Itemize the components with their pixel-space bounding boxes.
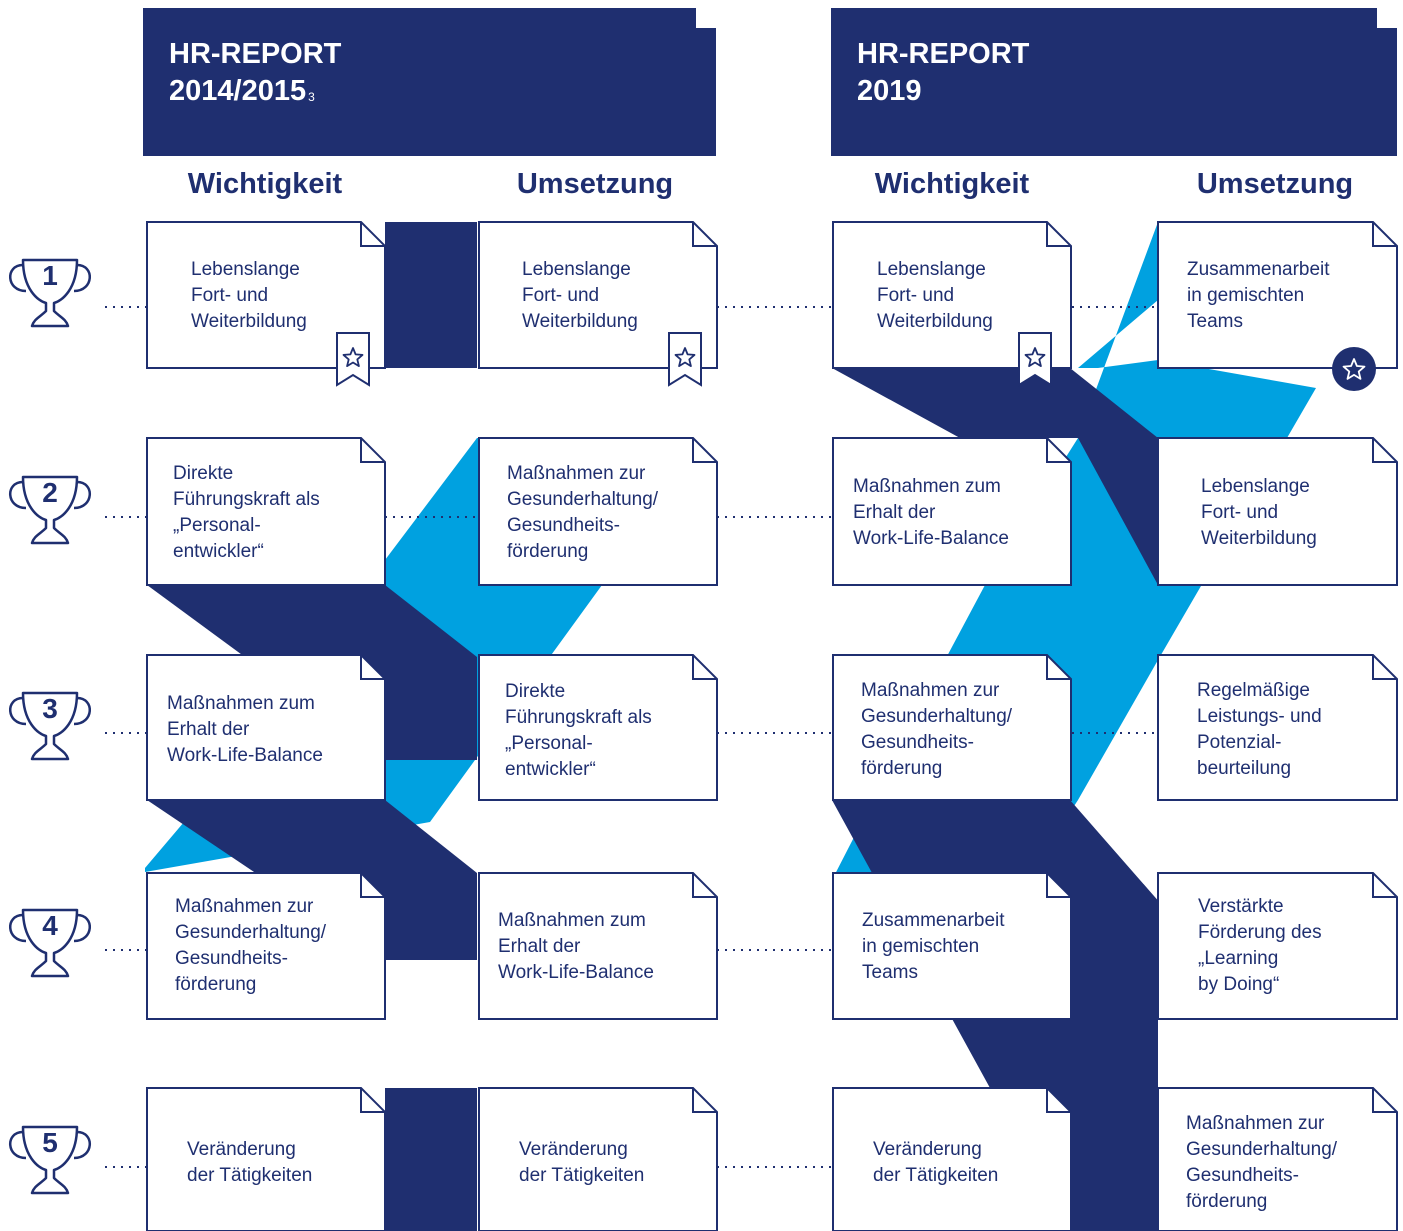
ranking-card — [146, 1087, 386, 1231]
card-2019-wichtigkeit-3: Maßnahmen zur Gesunderhaltung/ Gesundhei… — [861, 680, 1013, 779]
rank-number: 5 — [42, 1127, 58, 1158]
ranking-card — [832, 872, 1072, 1020]
ranking-card — [832, 221, 1072, 369]
card-2019-wichtigkeit-5: Veränderung der Tätigkeiten — [873, 1139, 999, 1186]
card-2015-wichtigkeit-2: Direkte Führungskraft als „Personal- ent… — [173, 463, 320, 562]
ranking-card — [146, 872, 386, 1020]
card-2015-wichtigkeit-3: Maßnahmen zum Erhalt der Work-Life-Balan… — [167, 693, 323, 766]
report-header-2019: HR-REPORT 2019 — [831, 8, 1397, 156]
card-2019-umsetzung-5: Maßnahmen zur Gesunderhaltung/ Gesundhei… — [1186, 1113, 1338, 1212]
ranking-card — [1157, 654, 1398, 801]
ranking-card — [146, 437, 386, 586]
rank-number: 4 — [42, 910, 58, 941]
ranking-card — [1157, 872, 1398, 1020]
footnote-marker: 3 — [308, 90, 315, 104]
ranking-card — [1157, 437, 1398, 586]
card-2015-umsetzung-2: Maßnahmen zur Gesunderhaltung/ Gesundhei… — [507, 463, 659, 562]
rank-number: 3 — [42, 693, 58, 724]
card-2015-umsetzung-3: Direkte Führungskraft als „Personal- ent… — [505, 681, 652, 780]
rank-number: 2 — [42, 477, 58, 508]
band-lebenslange-2015 — [385, 222, 477, 368]
ranking-card — [832, 1087, 1072, 1231]
card-2015-umsetzung-4: Maßnahmen zum Erhalt der Work-Life-Balan… — [498, 910, 654, 983]
report-years: 2019 — [857, 75, 922, 107]
ranking-card — [478, 221, 718, 369]
band-lebenslange-2019 — [832, 368, 1158, 585]
card-2019-wichtigkeit-1: Lebenslange Fort- und Weiterbildung — [877, 259, 993, 332]
star-ribbon-icon — [1018, 332, 1052, 387]
ranking-card — [478, 872, 718, 1020]
trophy-icon — [9, 475, 91, 545]
card-2015-umsetzung-5: Veränderung der Tätigkeiten — [519, 1139, 645, 1186]
card-2015-wichtigkeit-5: Veränderung der Tätigkeiten — [187, 1139, 313, 1186]
ranking-card — [478, 1087, 718, 1231]
star-ribbon-icon — [668, 332, 702, 387]
trophy-icon — [9, 1125, 91, 1195]
card-2019-umsetzung-1: Zusammenarbeit in gemischten Teams — [1187, 259, 1330, 332]
card-2019-wichtigkeit-2: Maßnahmen zum Erhalt der Work-Life-Balan… — [853, 476, 1009, 549]
ranking-card — [832, 437, 1072, 586]
ranking-card — [146, 654, 386, 801]
ranking-card — [146, 221, 386, 369]
trophy-icon — [9, 691, 91, 761]
ranking-card — [832, 654, 1072, 801]
page-fold-corner — [1375, 8, 1397, 30]
card-2015-wichtigkeit-1: Lebenslange Fort- und Weiterbildung — [191, 259, 307, 332]
report-title: HR-REPORT — [169, 38, 342, 70]
ranking-card — [1157, 1087, 1398, 1231]
star-ribbon-icon — [336, 332, 370, 387]
column-heading-umsetzung-2019: Umsetzung — [1196, 168, 1354, 200]
ranking-card — [478, 437, 718, 586]
ranking-card — [1157, 221, 1398, 369]
band-taetigkeiten-2015 — [385, 1088, 477, 1231]
ranking-card — [478, 654, 718, 801]
column-heading-wichtigkeit-2019: Wichtigkeit — [874, 168, 1030, 200]
trophy-icon — [9, 908, 91, 978]
card-2019-umsetzung-2: Lebenslange Fort- und Weiterbildung — [1201, 476, 1317, 549]
page-fold-corner — [694, 8, 716, 30]
card-2019-umsetzung-3: Regelmäßige Leistungs- und Potenzial- be… — [1197, 680, 1322, 779]
rank-number: 1 — [42, 260, 58, 291]
column-heading-wichtigkeit-2015: Wichtigkeit — [187, 168, 343, 200]
card-2015-wichtigkeit-4: Maßnahmen zur Gesunderhaltung/ Gesundhei… — [175, 896, 327, 995]
card-2015-umsetzung-1: Lebenslange Fort- und Weiterbildung — [522, 259, 638, 332]
star-badge-icon — [1332, 347, 1376, 391]
column-heading-umsetzung-2015: Umsetzung — [516, 168, 674, 200]
report-title: HR-REPORT — [857, 38, 1030, 70]
card-2019-wichtigkeit-4: Zusammenarbeit in gemischten Teams — [862, 910, 1005, 983]
trophy-icon — [9, 258, 91, 328]
card-2019-umsetzung-4: Verstärkte Förderung des „Learning by Do… — [1198, 896, 1322, 995]
